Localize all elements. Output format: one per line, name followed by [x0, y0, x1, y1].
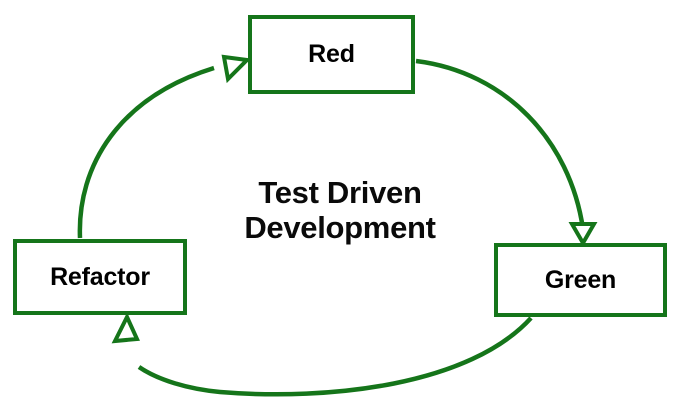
arrow-green-to-refactor-head: [111, 312, 140, 344]
center-title-line-1: Test Driven: [258, 175, 422, 210]
arrow-green-to-refactor: [111, 312, 533, 397]
diagram-center-title: Test Driven Development: [180, 175, 500, 245]
arrow-refactor-to-red-path: [77, 65, 215, 239]
node-red-label: Red: [308, 40, 355, 68]
node-green-label: Green: [544, 265, 617, 294]
arrow-green-to-refactor-path: [137, 316, 533, 397]
arrow-red-to-green-path: [415, 58, 586, 230]
arrow-red-to-green-head: [568, 222, 598, 247]
arrow-refactor-to-red-head: [221, 54, 252, 84]
arrow-red-to-green: [415, 58, 598, 247]
node-refactor-label: Refactor: [50, 262, 150, 291]
node-refactor[interactable]: Refactor: [13, 239, 187, 315]
center-title-line-2: Development: [244, 209, 436, 245]
arrow-refactor-to-red: [77, 54, 252, 239]
node-green[interactable]: Green: [494, 243, 667, 317]
node-red[interactable]: Red: [248, 15, 415, 94]
